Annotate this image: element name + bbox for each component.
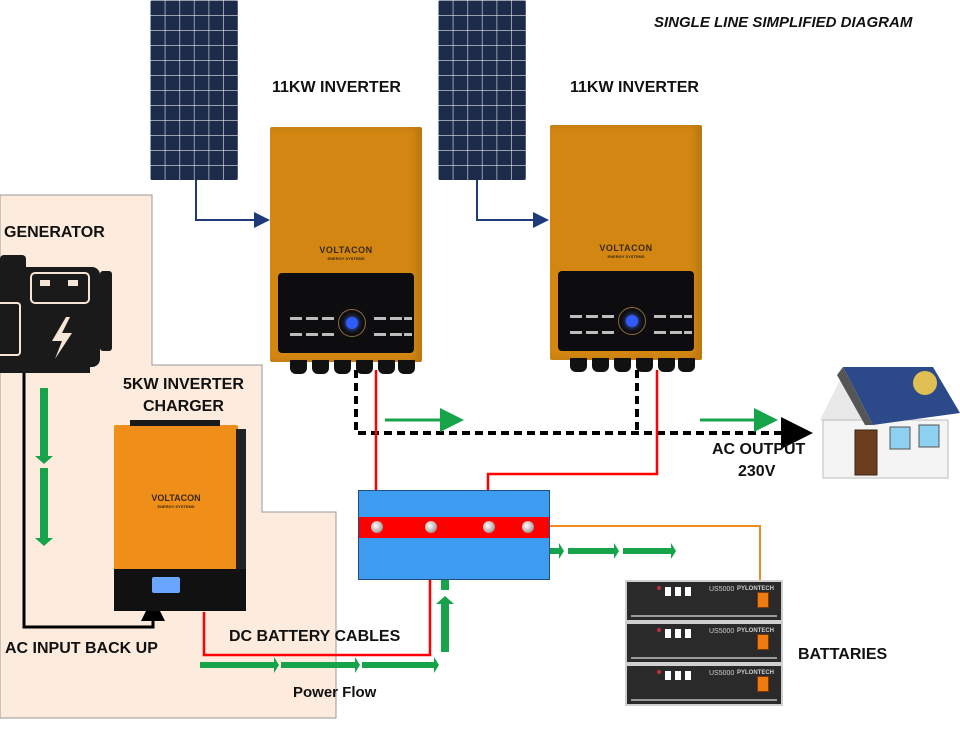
dc-busbar xyxy=(358,490,550,580)
bus-terminal xyxy=(522,521,534,533)
diagram-title: SINGLE LINE SIMPLIFIED DIAGRAM xyxy=(654,14,913,31)
dc-cables-label: DC BATTERY CABLES xyxy=(229,628,401,645)
ac-output-line xyxy=(354,370,813,449)
inverter-brand-sub: ENERGY SYSTEMS xyxy=(327,256,365,261)
charger-brand-sub: ENERGY SYSTEMS xyxy=(157,504,195,509)
ac-input-line xyxy=(22,372,165,629)
inverter-control-panel xyxy=(558,271,694,351)
generator-label: GENERATOR xyxy=(4,224,105,241)
inverter-right-label: 11KW INVERTER xyxy=(570,79,699,96)
charger-label-line2: CHARGER xyxy=(143,398,224,415)
solar-panel-right xyxy=(438,0,526,180)
battery-unit: US5000 PYLONTECH xyxy=(625,622,783,664)
inverter-brand-sub: ENERGY SYSTEMS xyxy=(607,254,645,259)
solar-panel-left xyxy=(150,0,238,180)
inverter-control-panel xyxy=(278,273,414,353)
ac-output-label-line2: 230V xyxy=(738,463,776,480)
battery-link xyxy=(535,525,761,600)
charger-control-panel xyxy=(114,569,246,611)
bus-terminal xyxy=(425,521,437,533)
inverter-11kw-left: VOLTACON ENERGY SYSTEMS xyxy=(270,127,422,374)
charger-lcd xyxy=(152,577,180,593)
ac-input-label: AC INPUT BACK UP xyxy=(5,640,158,657)
battery-unit: US5000 PYLONTECH xyxy=(625,664,783,706)
charger-label-line1: 5KW INVERTER xyxy=(123,376,244,393)
batteries-label: BATTARIES xyxy=(798,646,888,663)
inverter-brand: VOLTACON xyxy=(319,245,373,255)
battery-unit: US5000 PYLONTECH xyxy=(625,580,783,622)
charger-brand: VOLTACON xyxy=(151,493,201,503)
inverter-left-label: 11KW INVERTER xyxy=(272,79,401,96)
bus-terminal xyxy=(371,521,383,533)
bus-terminal xyxy=(483,521,495,533)
inverter-display-icon xyxy=(338,309,366,337)
ac-output-label-line1: AC OUTPUT xyxy=(712,441,806,458)
house-icon xyxy=(820,367,960,479)
dc-cable-charger xyxy=(202,528,432,657)
pv-wire-left xyxy=(195,180,270,228)
inverter-display-icon xyxy=(618,307,646,335)
inverter-brand: VOLTACON xyxy=(599,243,653,253)
inverter-charger-5kw: VOLTACON ENERGY SYSTEMS xyxy=(114,420,246,611)
generator-icon xyxy=(0,255,112,373)
inverter-11kw-right: VOLTACON ENERGY SYSTEMS xyxy=(550,125,702,372)
busbar-red xyxy=(359,517,549,538)
power-flow-label: Power Flow xyxy=(293,684,377,701)
pv-wire-right xyxy=(476,180,549,228)
